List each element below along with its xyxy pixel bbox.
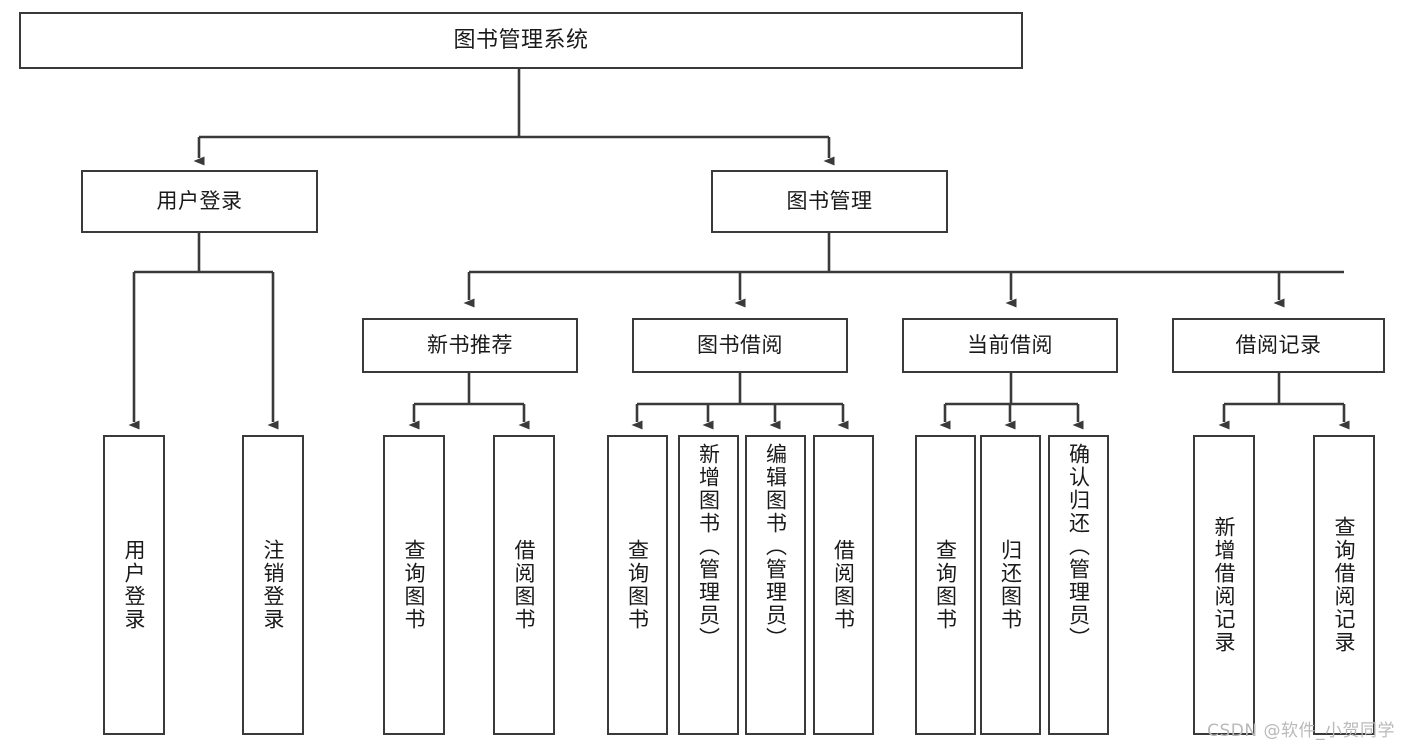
node-leaf-borrow-book-label: 借阅图书: [831, 539, 856, 631]
node-leaf-edit-book-admin[interactable]: 编辑图书（管理员）: [745, 435, 806, 735]
edge-group-borrow-record: [1218, 373, 1350, 430]
edge-group-new-book: [408, 373, 530, 430]
node-new-book-recommend[interactable]: 新书推荐: [362, 318, 578, 373]
node-leaf-return-book[interactable]: 归还图书: [980, 435, 1041, 735]
node-leaf-logout-label: 注销登录: [261, 539, 286, 631]
node-leaf-borrow-book[interactable]: 借阅图书: [813, 435, 874, 735]
node-leaf-query-book-recommend[interactable]: 查询图书: [383, 435, 445, 735]
node-new-book-recommend-label: 新书推荐: [427, 333, 513, 358]
node-leaf-edit-book-admin-label: 编辑图书（管理员）: [763, 443, 788, 650]
edge-group-user-login: [128, 233, 279, 430]
node-leaf-add-book-admin-label: 新增图书（管理员）: [696, 443, 721, 650]
node-leaf-query-borrow-record-label: 查询借阅记录: [1332, 516, 1357, 654]
node-book-management-label: 图书管理: [786, 189, 873, 214]
node-book-borrow-label: 图书借阅: [697, 333, 783, 358]
node-leaf-confirm-return-admin[interactable]: 确认归还（管理员）: [1048, 435, 1109, 735]
edge-group-book-manage: [463, 233, 1344, 308]
node-leaf-query-book-current[interactable]: 查询图书: [915, 435, 976, 735]
node-borrow-record-label: 借阅记录: [1235, 333, 1322, 358]
watermark-csdn: CSDN @软件_小贺同学: [1207, 721, 1395, 741]
node-leaf-confirm-return-admin-label: 确认归还（管理员）: [1066, 443, 1091, 650]
node-user-login-label: 用户登录: [156, 189, 243, 214]
node-leaf-add-book-admin[interactable]: 新增图书（管理员）: [678, 435, 739, 735]
node-leaf-query-book-label: 查询图书: [625, 539, 650, 631]
node-leaf-query-book[interactable]: 查询图书: [607, 435, 668, 735]
node-leaf-user-login[interactable]: 用户登录: [103, 435, 165, 735]
node-leaf-add-borrow-record-label: 新增借阅记录: [1212, 516, 1237, 654]
node-book-management[interactable]: 图书管理: [711, 170, 948, 233]
node-leaf-query-book-current-label: 查询图书: [933, 539, 958, 631]
node-leaf-logout[interactable]: 注销登录: [242, 435, 304, 735]
node-leaf-borrow-book-recommend-label: 借阅图书: [512, 539, 537, 631]
node-root-library-system[interactable]: 图书管理系统: [19, 12, 1023, 69]
node-book-borrow[interactable]: 图书借阅: [632, 318, 848, 373]
node-leaf-return-book-label: 归还图书: [998, 539, 1023, 631]
edge-group-root: [193, 69, 835, 166]
edge-group-book-borrow: [631, 373, 849, 430]
node-current-borrow-label: 当前借阅: [967, 333, 1053, 358]
node-leaf-add-borrow-record[interactable]: 新增借阅记录: [1193, 435, 1255, 735]
node-user-login[interactable]: 用户登录: [81, 170, 318, 233]
edge-group-current-borrow: [939, 373, 1084, 430]
node-leaf-query-book-recommend-label: 查询图书: [402, 539, 427, 631]
node-root-label: 图书管理系统: [453, 27, 589, 53]
node-borrow-record[interactable]: 借阅记录: [1172, 318, 1385, 373]
node-current-borrow[interactable]: 当前借阅: [902, 318, 1118, 373]
node-leaf-user-login-label: 用户登录: [122, 539, 147, 631]
node-leaf-query-borrow-record[interactable]: 查询借阅记录: [1313, 435, 1375, 735]
node-leaf-borrow-book-recommend[interactable]: 借阅图书: [493, 435, 555, 735]
